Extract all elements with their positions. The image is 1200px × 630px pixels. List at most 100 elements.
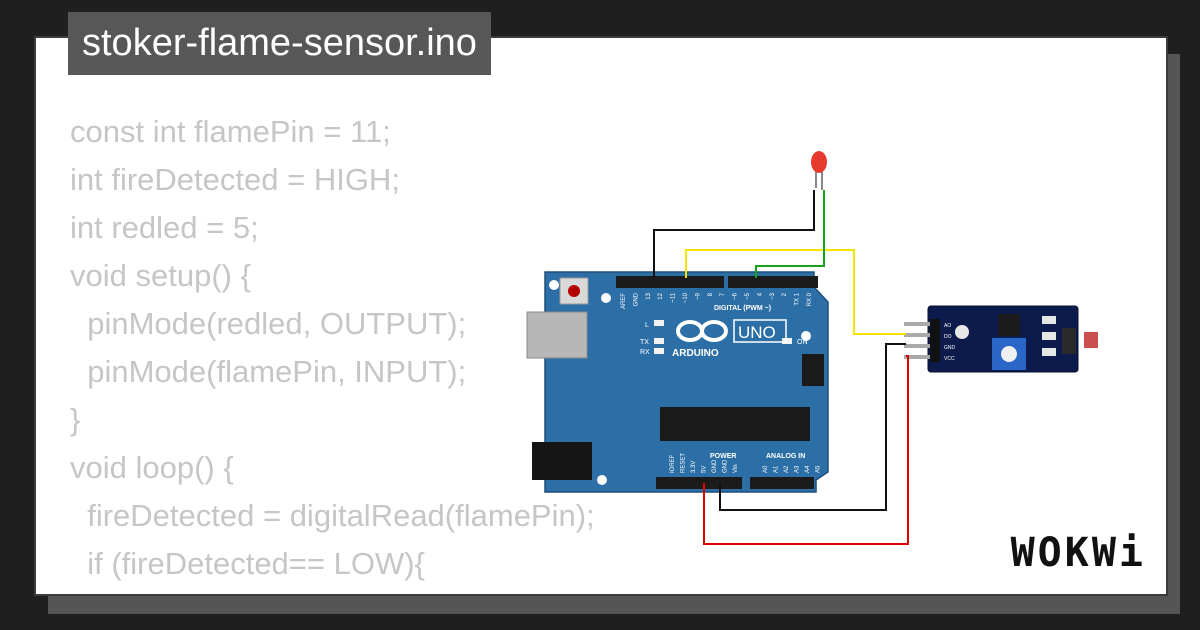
- comparator-chip: [998, 314, 1020, 336]
- code-line: void setup() {: [70, 258, 251, 293]
- digital-pin-label: ~10: [683, 292, 689, 303]
- code-line: }: [70, 402, 81, 437]
- digital-label: DIGITAL (PWM ~): [714, 305, 771, 312]
- digital-pin-label: ~9: [695, 292, 701, 300]
- uno-label: UNO: [738, 323, 776, 342]
- smd-component: [1042, 332, 1056, 340]
- analog-label: ANALOG IN: [766, 453, 805, 460]
- tx-led: [654, 338, 664, 344]
- sensor-pin-label: GND: [944, 345, 956, 351]
- potentiometer-knob-icon: [1001, 346, 1017, 362]
- pin-header-analog: [750, 477, 814, 489]
- sensor-pin-vcc[interactable]: [904, 355, 936, 359]
- mount-hole: [601, 293, 611, 303]
- wires: [653, 190, 909, 545]
- power-pin-label: Vin: [733, 464, 739, 473]
- rx-led-label: RX: [640, 349, 650, 356]
- arduino-logo-icon: [676, 320, 728, 342]
- do-led: [955, 325, 969, 339]
- tx-led-label: TX: [640, 339, 649, 346]
- atmega-chip: [660, 407, 810, 441]
- digital-pin-label: ~3: [770, 292, 776, 300]
- analog-pin-label: A3: [795, 465, 801, 473]
- code-listing: const int flamePin = 11; int fireDetecte…: [70, 108, 595, 594]
- l-led: [654, 320, 664, 326]
- rx-led: [654, 348, 664, 354]
- pin-header-top-left: [616, 276, 724, 288]
- sensor-pin-ao[interactable]: [904, 322, 936, 326]
- smd-component: [1042, 348, 1056, 356]
- analog-pin-label: A0: [763, 465, 769, 473]
- ir-receiver: [1084, 332, 1098, 348]
- sensor-pin-gnd[interactable]: [904, 344, 936, 348]
- digital-pin-label: RX 0: [807, 292, 813, 306]
- arduino-brand-label: ARDUINO: [672, 348, 719, 359]
- ir-sensor-holder: [1062, 328, 1076, 354]
- wire-vcc-red[interactable]: [703, 355, 909, 545]
- sensor-header: [930, 319, 940, 362]
- mount-hole: [801, 331, 811, 341]
- power-pin-label: 3.3V: [691, 461, 697, 473]
- code-line: fireDetected = digitalRead(flamePin);: [70, 498, 595, 533]
- code-line: pinMode(redled, OUTPUT);: [70, 306, 467, 341]
- digital-pin-label: 7: [720, 292, 726, 296]
- power-pin-label: 5V: [702, 466, 708, 473]
- analog-pin-label: A4: [805, 465, 811, 473]
- sensor-pin-label: DO: [944, 334, 952, 340]
- code-line: int redled = 5;: [70, 210, 259, 245]
- on-led: [782, 338, 792, 344]
- mount-hole: [597, 475, 607, 485]
- digital-pin-label: 2: [782, 292, 788, 296]
- mount-hole: [549, 280, 559, 290]
- on-led-label: ON: [797, 339, 808, 346]
- power-pin-label: GND: [712, 459, 718, 473]
- sketch-title: stoker-flame-sensor.ino: [68, 12, 491, 75]
- digital-pin-label: TX 1: [795, 292, 801, 305]
- digital-pin-label: 8: [708, 292, 714, 296]
- wire-signal-yellow[interactable]: [685, 249, 906, 335]
- power-pin-label: GND: [723, 459, 729, 473]
- pin-header-top-right: [728, 276, 818, 288]
- top-pin-labels: AREF GND 13 12 ~11 ~10 ~9 8 7 ~6 ~5 4 ~3 2 TX 1 RX 0: [621, 292, 813, 309]
- reset-button-cap: [568, 285, 580, 297]
- digital-pin-label: ~11: [671, 292, 677, 302]
- usb-port: [526, 311, 588, 359]
- power-pin-label: RESET: [681, 453, 687, 473]
- wire-gnd-led[interactable]: [653, 190, 815, 278]
- code-line: int fireDetected = HIGH;: [70, 162, 400, 197]
- power-pin-label: IOREF: [670, 454, 676, 473]
- digital-pin-label: ~6: [733, 292, 739, 300]
- icsp-header: [802, 354, 824, 386]
- code-line: if (fireDetected== LOW){: [70, 546, 425, 581]
- smd-component: [1042, 316, 1056, 324]
- sensor-pin-do[interactable]: [904, 333, 936, 337]
- wokwi-logo: WOKWi: [1010, 530, 1146, 576]
- l-led-label: L: [645, 322, 649, 329]
- digital-pin-label: GND: [633, 292, 639, 306]
- red-led[interactable]: [811, 151, 827, 190]
- digital-pin-label: AREF: [621, 293, 627, 309]
- arduino-uno-board[interactable]: ARDUINO UNO DIGITAL (PWM ~) POWER ANALOG…: [526, 271, 829, 493]
- analog-pin-label: A2: [784, 465, 790, 473]
- digital-pin-label: 13: [646, 292, 652, 299]
- digital-pin-label: 4: [757, 292, 763, 296]
- digital-pin-label: ~5: [745, 292, 751, 300]
- digital-pin-label: 12: [658, 292, 664, 299]
- preview-card: const int flamePin = 11; int fireDetecte…: [34, 36, 1168, 596]
- power-pin-labels: IOREF RESET 3.3V 5V GND GND Vin: [670, 453, 739, 473]
- wire-led-green[interactable]: [755, 190, 825, 278]
- code-line: void loop() {: [70, 450, 234, 485]
- circuit-diagram: ARDUINO UNO DIGITAL (PWM ~) POWER ANALOG…: [526, 151, 1098, 545]
- power-label: POWER: [710, 453, 736, 460]
- wire-gnd-sensor[interactable]: [719, 343, 906, 511]
- pin-header-power: [656, 477, 742, 489]
- led-dome-icon: [811, 151, 827, 173]
- sensor-pin-label: AO: [944, 323, 951, 329]
- uno-badge: [733, 319, 787, 343]
- code-line: pinMode(flamePin, INPUT);: [70, 354, 467, 389]
- power-jack: [532, 442, 592, 480]
- analog-pin-label: A1: [774, 465, 780, 473]
